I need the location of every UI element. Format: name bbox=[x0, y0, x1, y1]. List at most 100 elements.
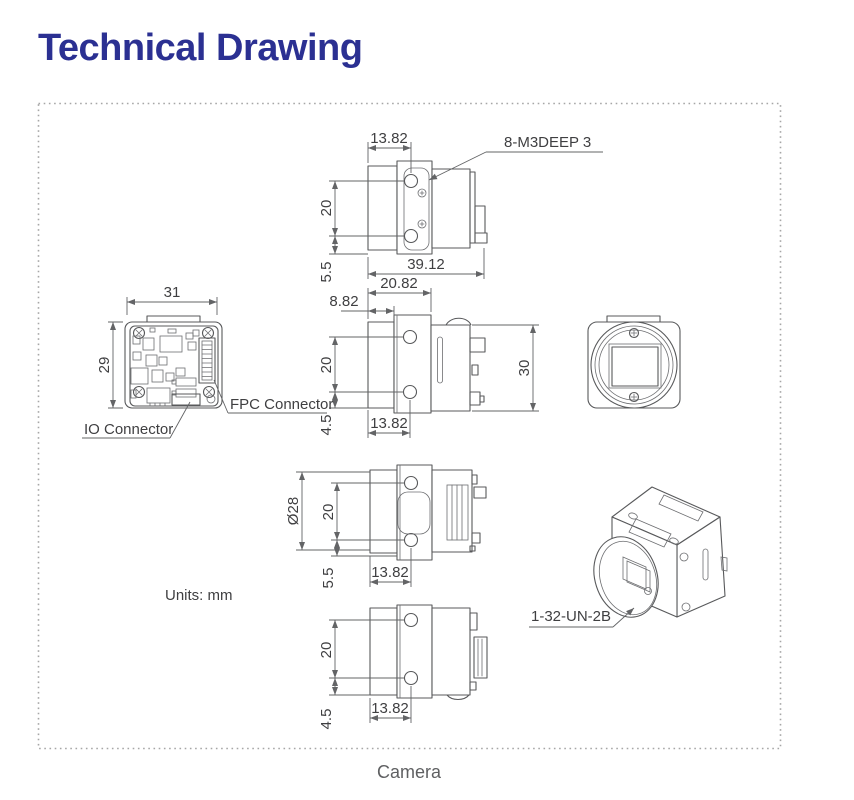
dim-hole-span: 20 bbox=[318, 619, 404, 679]
lens-ring-outer bbox=[593, 536, 659, 618]
sensor-frame bbox=[608, 343, 662, 389]
dim-label: 13.82 bbox=[371, 564, 409, 581]
lens-ring-inner bbox=[598, 540, 658, 616]
lens-thread-callout: 1-32-UN-2B bbox=[529, 607, 635, 628]
camera-body bbox=[431, 607, 471, 696]
fpc-connector-callout: FPC Connector bbox=[213, 379, 333, 414]
flange-face-outline bbox=[403, 167, 430, 251]
dim-side-body-height: 30 bbox=[472, 324, 539, 412]
fpc-connector bbox=[198, 337, 216, 384]
rear-attachments bbox=[469, 337, 486, 406]
dim-top-hole-to-edge: 5.5 bbox=[318, 236, 368, 282]
sensor-window bbox=[611, 346, 659, 387]
top-panel bbox=[628, 518, 672, 548]
mounting-hole bbox=[403, 173, 419, 189]
rear-view: 31 29 FPC Connector IO Connector bbox=[82, 284, 333, 439]
top-tab bbox=[606, 315, 661, 323]
top-slot bbox=[658, 494, 704, 522]
dim-label: 20 bbox=[320, 504, 337, 521]
front-plate bbox=[369, 607, 398, 696]
dim-label: 4.5 bbox=[318, 709, 335, 730]
mounting-flange bbox=[396, 160, 433, 255]
dim-label: 13.82 bbox=[370, 415, 408, 432]
dim-label: 20.82 bbox=[380, 275, 418, 292]
mounting-hole bbox=[403, 612, 419, 628]
lens-thread-label: 1-32-UN-2B bbox=[531, 608, 611, 625]
dim-rear-height: 29 bbox=[96, 321, 123, 409]
dim-label: Ø28 bbox=[285, 497, 302, 525]
dim-side-hole-span: 20 bbox=[318, 336, 403, 393]
mounting-hole bbox=[402, 329, 418, 345]
dim-side-front-to-hole: 13.82 bbox=[367, 400, 411, 438]
dim-side-hole-to-edge: 4.5 bbox=[318, 392, 368, 435]
dim-label: 13.82 bbox=[371, 700, 409, 717]
dim-label: 20 bbox=[318, 200, 335, 217]
inner-screw bbox=[644, 587, 652, 595]
dim-rear-width: 31 bbox=[126, 284, 218, 315]
isometric-view: 1-32-UN-2B bbox=[529, 486, 728, 628]
caption: Camera bbox=[377, 762, 442, 782]
io-connector-callout: IO Connector bbox=[82, 401, 191, 439]
pcb-components bbox=[130, 327, 216, 404]
mounting-hole bbox=[403, 475, 419, 491]
io-connector bbox=[171, 393, 201, 406]
mounting-flange bbox=[396, 464, 433, 561]
thread-note-label: 8-M3DEEP 3 bbox=[504, 134, 591, 151]
lens-mount-ring-inner bbox=[594, 325, 674, 405]
bottom-bump bbox=[446, 694, 470, 701]
side-slot bbox=[437, 336, 443, 384]
screw-hole bbox=[681, 602, 691, 612]
dim-hole-span: 20 bbox=[320, 482, 404, 541]
screw bbox=[417, 219, 427, 229]
top-view: 13.82 20 5.5 39.12 8-M3DEEP 3 bbox=[318, 130, 603, 282]
top-tab bbox=[146, 315, 201, 323]
side-slot bbox=[702, 548, 709, 581]
drawing-border bbox=[37, 102, 782, 750]
sensor-frame bbox=[622, 556, 647, 590]
dim-top-overall-length: 39.12 bbox=[367, 248, 485, 279]
dim-label: 4.5 bbox=[318, 415, 335, 436]
screw bbox=[417, 188, 427, 198]
dim-label: 8.82 bbox=[329, 293, 358, 310]
fpc-connector-label: FPC Connector bbox=[230, 396, 333, 413]
dim-side-flange-length: 20.82 bbox=[367, 275, 432, 319]
mounting-flange bbox=[396, 604, 433, 699]
rear-attachments bbox=[469, 171, 488, 244]
corner-screw bbox=[202, 385, 216, 399]
dim-label: 30 bbox=[516, 360, 533, 377]
mounting-hole bbox=[402, 384, 418, 400]
side-nub bbox=[720, 556, 728, 572]
units-note: Units: mm bbox=[165, 587, 233, 604]
front-plate bbox=[367, 165, 398, 251]
dim-lens-diameter: Ø28 bbox=[285, 471, 370, 551]
screw bbox=[628, 391, 640, 403]
dim-top-hole-span: 20 bbox=[318, 180, 404, 237]
front-plate bbox=[367, 321, 395, 409]
dim-label: 20 bbox=[318, 357, 335, 374]
dim-top-front-to-hole: 13.82 bbox=[367, 130, 412, 173]
mounting-hole bbox=[403, 228, 419, 244]
io-ic-chip bbox=[146, 387, 171, 407]
io-connector-label: IO Connector bbox=[84, 421, 173, 438]
screw-hole bbox=[679, 552, 689, 562]
page-title: Technical Drawing bbox=[38, 27, 363, 69]
dim-side-front-plate: 8.82 bbox=[329, 293, 395, 319]
dim-label: 13.82 bbox=[370, 130, 408, 147]
dim-label: 29 bbox=[96, 357, 113, 374]
mounting-hole bbox=[403, 532, 419, 548]
dim-label: 39.12 bbox=[407, 256, 445, 273]
dim-label: 5.5 bbox=[318, 262, 335, 283]
camera-body bbox=[431, 168, 471, 249]
camera-body bbox=[430, 324, 471, 412]
dim-label: 31 bbox=[164, 284, 181, 301]
side-view: 20.82 8.82 20 4.5 30 13.82 bbox=[318, 275, 539, 438]
corner-screw bbox=[132, 326, 146, 340]
top-screw-hole bbox=[628, 512, 638, 520]
dim-hole-to-edge: 4.5 bbox=[318, 678, 370, 729]
front-view bbox=[587, 315, 681, 409]
bottom-view: 20 4.5 13.82 bbox=[318, 604, 488, 729]
corner-screw bbox=[132, 385, 146, 399]
sensor-window bbox=[626, 560, 651, 593]
front-plate bbox=[369, 469, 398, 554]
